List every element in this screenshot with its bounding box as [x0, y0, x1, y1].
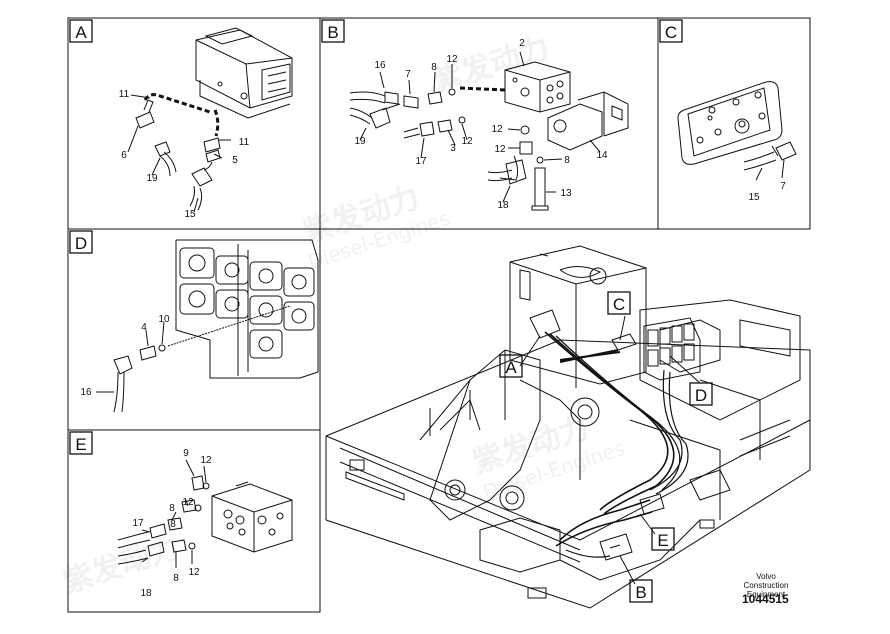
callout: 8 [170, 519, 176, 530]
callout: 12 [200, 455, 212, 466]
panel-a-drawing [127, 27, 293, 213]
callout: 17 [132, 518, 144, 529]
panel-d-letter: D [75, 234, 87, 253]
main-label-d-box [689, 382, 713, 406]
caption-brand: Volvo Construction Equipment [736, 572, 796, 599]
panel-c-frame [657, 17, 811, 230]
main-label-b: B [635, 583, 646, 602]
main-label-a: A [505, 358, 517, 377]
panel-d-frame [67, 228, 321, 431]
panel-e-letter: E [75, 435, 86, 454]
callout: 13 [560, 188, 572, 199]
panel-b-drawing [349, 51, 629, 211]
callout: 2 [519, 38, 525, 49]
callout: 3 [450, 143, 456, 154]
panel-d-drawing [96, 239, 319, 413]
callout: 18 [497, 200, 509, 211]
main-view-drawing [325, 245, 811, 609]
panel-e-drawing [117, 459, 293, 568]
callout: 17 [415, 156, 427, 167]
document-number: 1044515 [742, 592, 789, 606]
panel-d-letter-box [69, 230, 93, 254]
callout: 7 [405, 69, 411, 80]
callout: 6 [121, 150, 127, 161]
main-label-a-box [499, 354, 523, 378]
callout: 8 [173, 573, 179, 584]
panel-b-letter-box [321, 19, 345, 43]
caption-line2: Equipment [746, 590, 786, 599]
callout: 12 [494, 144, 506, 155]
callout: 14 [596, 150, 608, 161]
panel-b-frame [319, 17, 659, 230]
panel-a-letter-box [69, 19, 93, 43]
callout: 11 [119, 89, 130, 100]
callout: 15 [184, 209, 196, 220]
main-label-e: E [657, 531, 668, 550]
callout: 8 [431, 62, 437, 73]
panel-e-frame [67, 429, 321, 613]
main-label-b-box [629, 579, 653, 603]
callout: 12 [182, 497, 194, 508]
callout: 11 [239, 137, 250, 148]
panel-a-letter: A [75, 23, 87, 42]
caption-line1: Volvo Construction [743, 572, 789, 590]
panel-c-letter: C [665, 23, 677, 42]
callout: 19 [354, 136, 366, 147]
callout: 12 [491, 124, 503, 135]
panel-b-letter: B [327, 23, 338, 42]
callout: 7 [780, 181, 786, 192]
callout: 18 [140, 588, 152, 599]
callout: 12 [188, 567, 200, 578]
callout: 16 [80, 387, 92, 398]
panel-c-letter-box [659, 19, 683, 43]
callout: 10 [158, 314, 170, 325]
callout: 9 [183, 448, 189, 459]
callout: 4 [141, 322, 147, 333]
callout: 19 [146, 173, 158, 184]
callout: 8 [564, 155, 570, 166]
callout: 12 [446, 54, 458, 65]
main-label-e-box [651, 527, 675, 551]
panel-c-drawing [677, 81, 797, 181]
main-label-d: D [695, 386, 707, 405]
callout: 5 [232, 155, 238, 166]
callout: 15 [748, 192, 760, 203]
callout: 12 [461, 136, 473, 147]
main-label-c: C [613, 295, 625, 314]
callout: 16 [374, 60, 386, 71]
panel-e-letter-box [69, 431, 93, 455]
main-label-c-box [607, 291, 631, 315]
callout: 8 [169, 503, 175, 514]
